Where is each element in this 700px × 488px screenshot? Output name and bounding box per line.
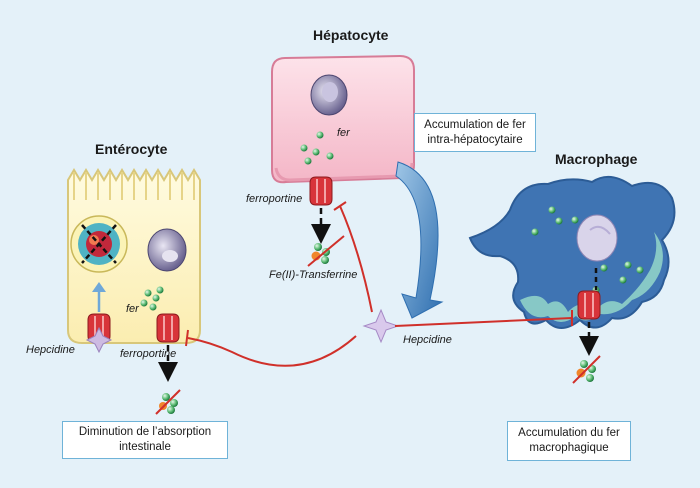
macrophage-accumulation-line2: macrophagique [529,442,609,454]
hepcidine-left-icon [85,326,113,354]
hepatocyte-iron-dots [300,131,334,165]
hepatocyte-accumulation-line1: Accumulation de fer [424,118,526,131]
hepcidine-center-label: Hepcidine [403,334,452,346]
inhibition-to-hepatocyte [339,205,373,313]
microvilli [73,172,195,200]
inhibition-to-enterocyte [187,335,357,367]
hepcidine-release-arrow [395,161,444,319]
macrophage-cell [468,175,676,329]
intestinal-absorption-line1: Diminution de l’absorption [78,426,212,438]
inhibition-to-macrophage [394,317,573,327]
enterocyte-title: Entérocyte [95,141,168,157]
hepatocyte-membrane [271,54,415,184]
enterocyte-crossed-iron [155,389,181,415]
hepatocyte-title: Hépatocyte [313,27,389,43]
macrophage-nucleus [576,214,618,262]
hepcidine-center-icon [362,308,400,344]
enterocyte-nucleus [147,228,187,272]
hepcidine-left-label: Hepcidine [26,344,75,356]
hepatocyte-accumulation-box: Accumulation de fer intra-hépatocytaire [414,113,536,152]
enterocyte-iron-dots [140,286,164,311]
inhibition-lines [185,201,573,367]
macrophage-crossed-iron [572,355,601,384]
blocked-transporter-icon [70,215,128,273]
fer-hepatocyte-label: fer [337,127,350,139]
ferroportine-hepatocyte-label: ferroportine [246,193,303,205]
ferroportin-enterocyte-icon [156,313,180,343]
intestinal-absorption-box: Diminution de l’absorption intestinale [62,421,228,459]
hepatocyte-cell [271,54,415,184]
enterocyte-cell [67,168,201,344]
ferroportine-enterocyte-label: ferroportine [120,348,177,360]
ferroportin-hepatocyte-icon [309,176,333,206]
fer-enterocyte-label: fer [126,303,139,315]
transferrine-label: Fe(II)-Transferrine [269,269,358,281]
macrophage-accumulation-box: Accumulation du fer macrophagique [507,421,631,461]
ferroportin-macrophage-icon [577,290,601,320]
macrophage-membrane [468,175,676,329]
hepatocyte-accumulation-line2: intra-hépatocytaire [427,133,523,146]
macrophage-accumulation-line1: Accumulation du fer [518,427,620,439]
intestinal-absorption-line2: intestinale [119,441,171,453]
enterocyte-membrane [67,168,201,344]
hepatocyte-crossed-iron [307,235,345,267]
macrophage-title: Macrophage [555,151,638,167]
